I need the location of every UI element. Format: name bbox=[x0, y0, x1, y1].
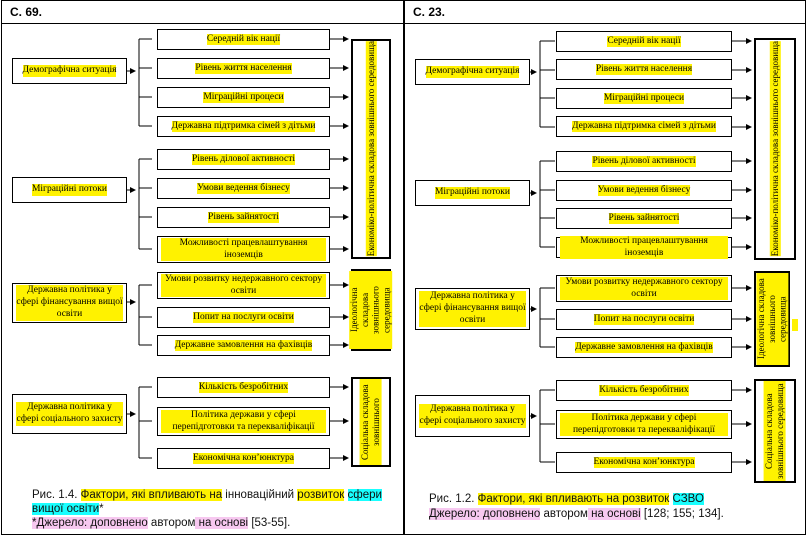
factor-retraining-policy: Політика держави у сфері перепідготовки … bbox=[556, 410, 732, 439]
component-economic-political: Економіко-політична складова зовнішнього… bbox=[754, 38, 796, 260]
right-source-note: Джерело: доповнено автором на основі [12… bbox=[429, 508, 724, 520]
right-page-header: С. 23. bbox=[405, 1, 805, 24]
factor-nonstate-education: Умови розвитку недержавного сектору осві… bbox=[556, 275, 732, 302]
group-migration: Міграційні потоки bbox=[12, 177, 127, 203]
group-demographic: Демографічна ситуація bbox=[415, 59, 530, 85]
factor-foreigners-employment: Можливості працевлаштування іноземців bbox=[157, 236, 330, 263]
factor-business-activity: Рівень ділової активності bbox=[556, 151, 732, 172]
factor-employment-level: Рівень зайнятості bbox=[556, 208, 732, 229]
factor-education-demand: Попит на послуги освіти bbox=[157, 307, 330, 328]
right-connector-lines bbox=[530, 38, 752, 465]
component-economic-political: Економіко-політична складова зовнішнього… bbox=[351, 39, 391, 259]
right-figure-caption: Рис. 1.2. Фактори, які впливають на розв… bbox=[429, 493, 704, 505]
factor-economic-conjuncture: Економічна кон’юнктура bbox=[556, 452, 732, 473]
factor-average-age: Середній вік нації bbox=[157, 29, 330, 50]
left-figure-caption: Рис. 1.4. Фактори, які впливають на інно… bbox=[32, 489, 382, 515]
left-connector-lines bbox=[127, 36, 349, 461]
highlight-mark bbox=[792, 319, 798, 331]
factor-migration-processes: Міграційні процеси bbox=[556, 88, 732, 109]
group-higher-ed-funding: Державна політика у сфері фінансування в… bbox=[12, 283, 127, 323]
group-social-protection: Державна політика у сфері соціального за… bbox=[12, 394, 127, 434]
factor-migration-processes: Міграційні процеси bbox=[157, 87, 330, 108]
left-source-note: *Джерело: доповнено автором на основі [5… bbox=[32, 517, 291, 529]
component-social: Соціальна складова зовнішнього bbox=[351, 377, 391, 467]
left-page-header: С. 69. bbox=[2, 1, 403, 24]
factor-state-order: Державне замовлення на фахівців bbox=[556, 337, 732, 358]
factor-nonstate-education: Умови розвитку недержавного сектору осві… bbox=[157, 272, 330, 299]
component-ideological: Ідеологічна складова зовнішнього середов… bbox=[754, 271, 790, 367]
factor-unemployed-count: Кількість безробітних bbox=[556, 380, 732, 401]
group-demographic: Демографічна ситуація bbox=[12, 58, 127, 84]
factor-business-activity: Рівень ділової активності bbox=[157, 149, 330, 170]
factor-business-conditions: Умови ведення бізнесу bbox=[556, 180, 732, 201]
left-panel: С. 69. bbox=[1, 0, 404, 535]
component-social: Соціальна складова зовнішнього середовищ… bbox=[754, 379, 796, 483]
group-migration: Міграційні потоки bbox=[415, 180, 530, 206]
factor-living-standard: Рівень життя населення bbox=[157, 58, 330, 79]
factor-retraining-policy: Політика держави у сфері перепідготовки … bbox=[157, 407, 330, 436]
group-higher-ed-funding: Державна політика у сфері фінансування в… bbox=[415, 288, 530, 330]
factor-family-support: Державна підтримка сімей з дітьми bbox=[157, 116, 330, 137]
component-ideological: Ідеологічна складова зовнішнього середов… bbox=[349, 269, 393, 351]
right-panel: С. 23. bbox=[404, 0, 806, 535]
factor-average-age: Середній вік нації bbox=[556, 31, 732, 52]
factor-economic-conjuncture: Економічна кон’юнктура bbox=[157, 448, 330, 469]
factor-education-demand: Попит на послуги освіти bbox=[556, 309, 732, 330]
factor-foreigners-employment: Можливості працевлаштування іноземців bbox=[556, 235, 732, 260]
factor-employment-level: Рівень зайнятості bbox=[157, 207, 330, 228]
factor-family-support: Державна підтримка сімей з дітьми bbox=[556, 116, 732, 137]
factor-business-conditions: Умови ведення бізнесу bbox=[157, 178, 330, 199]
factor-unemployed-count: Кількість безробітних bbox=[157, 377, 330, 398]
factor-state-order: Державне замовлення на фахівців bbox=[157, 335, 330, 356]
factor-living-standard: Рівень життя населення bbox=[556, 59, 732, 80]
group-social-protection: Державна політика у сфері соціального за… bbox=[415, 395, 530, 437]
